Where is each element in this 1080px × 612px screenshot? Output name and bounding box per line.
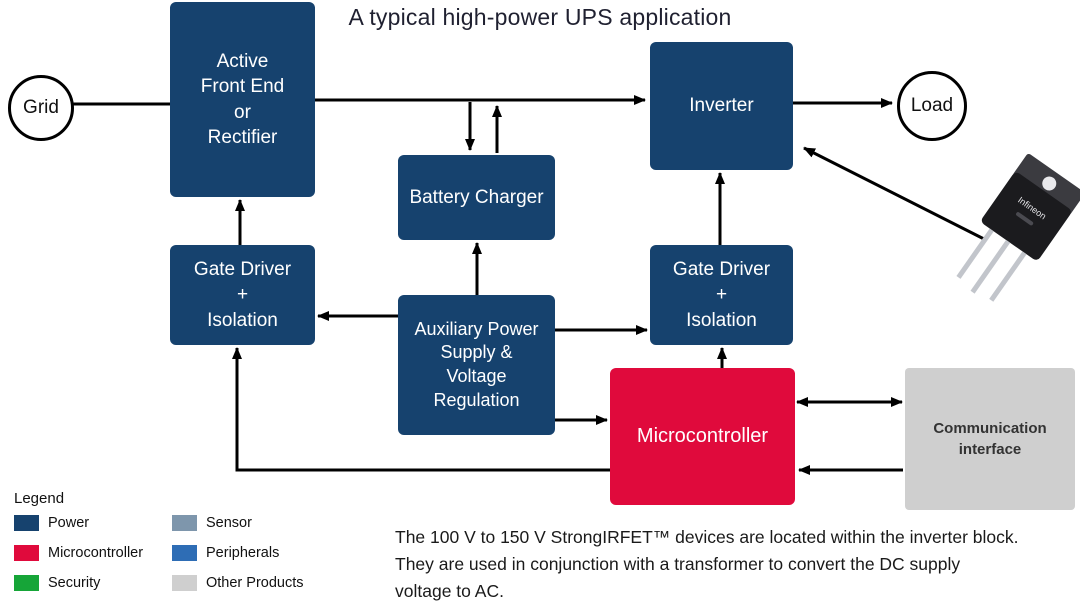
legend-label-other-products: Other Products [206, 575, 304, 591]
active-front-end-block: Active Front End or Rectifier [170, 2, 315, 197]
microcontroller-block: Microcontroller [610, 368, 795, 505]
caption-text: The 100 V to 150 V StrongIRFET™ devices … [395, 527, 1019, 601]
legend-item-security: Security [14, 575, 166, 591]
legend-swatch-power [14, 515, 39, 531]
inverter-block: Inverter [650, 42, 793, 170]
gate-driver-isolation-left-block: Gate Driver + Isolation [170, 245, 315, 345]
legend-item-power: Power [14, 515, 166, 531]
strongirfet-transistor-image: Infineon [956, 153, 1080, 302]
legend-item-other-products: Other Products [172, 575, 304, 591]
legend-label-power: Power [48, 515, 90, 531]
grid-terminal: Grid [8, 75, 74, 141]
diagram-title: A typical high-power UPS application [348, 4, 732, 30]
legend-label-microcontroller: Microcontroller [48, 545, 144, 561]
legend-item-microcontroller: Microcontroller [14, 545, 166, 561]
legend-swatch-sensor [172, 515, 197, 531]
legend-swatch-peripherals [172, 545, 197, 561]
legend-label-peripherals: Peripherals [206, 545, 280, 561]
communication-interface-block: Communication interface [905, 368, 1075, 510]
legend-heading: Legend [14, 490, 65, 507]
gate-driver-isolation-right-block: Gate Driver + Isolation [650, 245, 793, 345]
battery-charger-block: Battery Charger [398, 155, 555, 240]
auxiliary-power-supply-block: Auxiliary Power Supply & Voltage Regulat… [398, 295, 555, 435]
legend-item-peripherals: Peripherals [172, 545, 304, 561]
legend: Legend Power Sensor Microcontroller Peri… [14, 490, 304, 591]
legend-label-sensor: Sensor [206, 515, 252, 531]
legend-swatch-other-products [172, 575, 197, 591]
legend-swatch-security [14, 575, 39, 591]
legend-swatch-microcontroller [14, 545, 39, 561]
load-terminal: Load [897, 71, 967, 141]
legend-label-security: Security [48, 575, 101, 591]
legend-item-sensor: Sensor [172, 515, 304, 531]
